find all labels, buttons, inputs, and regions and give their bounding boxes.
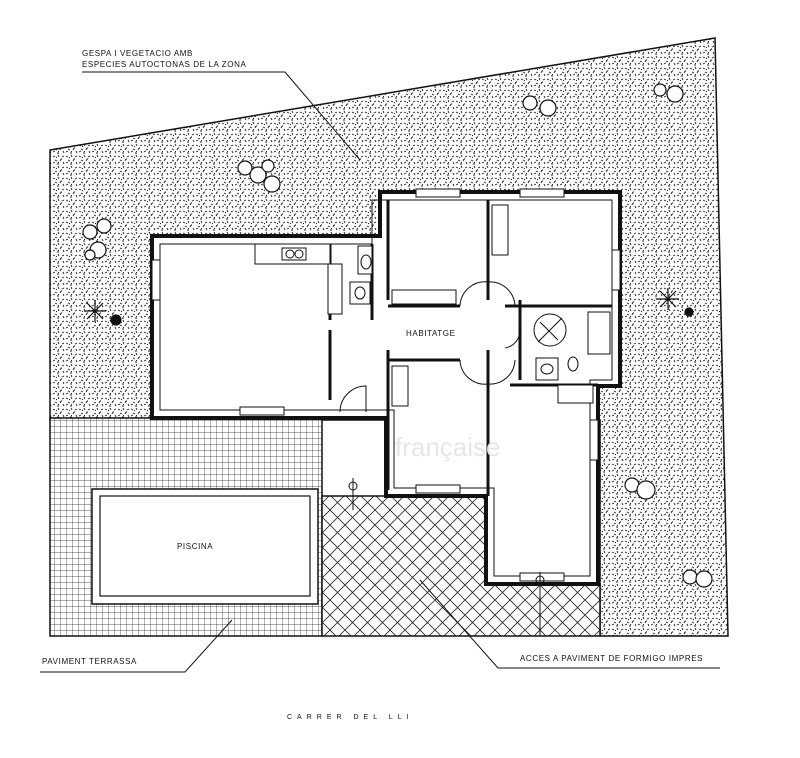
habitatge-label: HABITATGE xyxy=(406,329,456,338)
street-label: CARRER DEL LLI xyxy=(287,714,414,721)
entrance-markers xyxy=(348,478,545,636)
leader-lines xyxy=(40,71,720,673)
house-outline xyxy=(150,190,622,586)
bathroom-fixtures xyxy=(349,245,611,404)
acces-paviment-label: ACCES A PAVIMENT DE FORMIGO IMPRES xyxy=(520,654,703,663)
windows xyxy=(151,188,621,582)
hall-doors xyxy=(339,281,521,413)
watermark-text: française xyxy=(395,432,501,462)
vegetation-label-line1: GESPA I VEGETACIO AMB xyxy=(82,49,193,58)
kitchen-counter xyxy=(254,243,343,315)
trees xyxy=(82,83,713,588)
piscina-label: PISCINA xyxy=(177,542,213,551)
wardrobes xyxy=(391,204,509,407)
vegetation-label-line2: ESPECIES AUTOCTONAS DE LA ZONA xyxy=(82,60,246,69)
palm-trees xyxy=(84,288,694,326)
pool-water xyxy=(99,495,311,597)
paviment-terrassa-label: PAVIMENT TERRASSA xyxy=(42,657,137,666)
